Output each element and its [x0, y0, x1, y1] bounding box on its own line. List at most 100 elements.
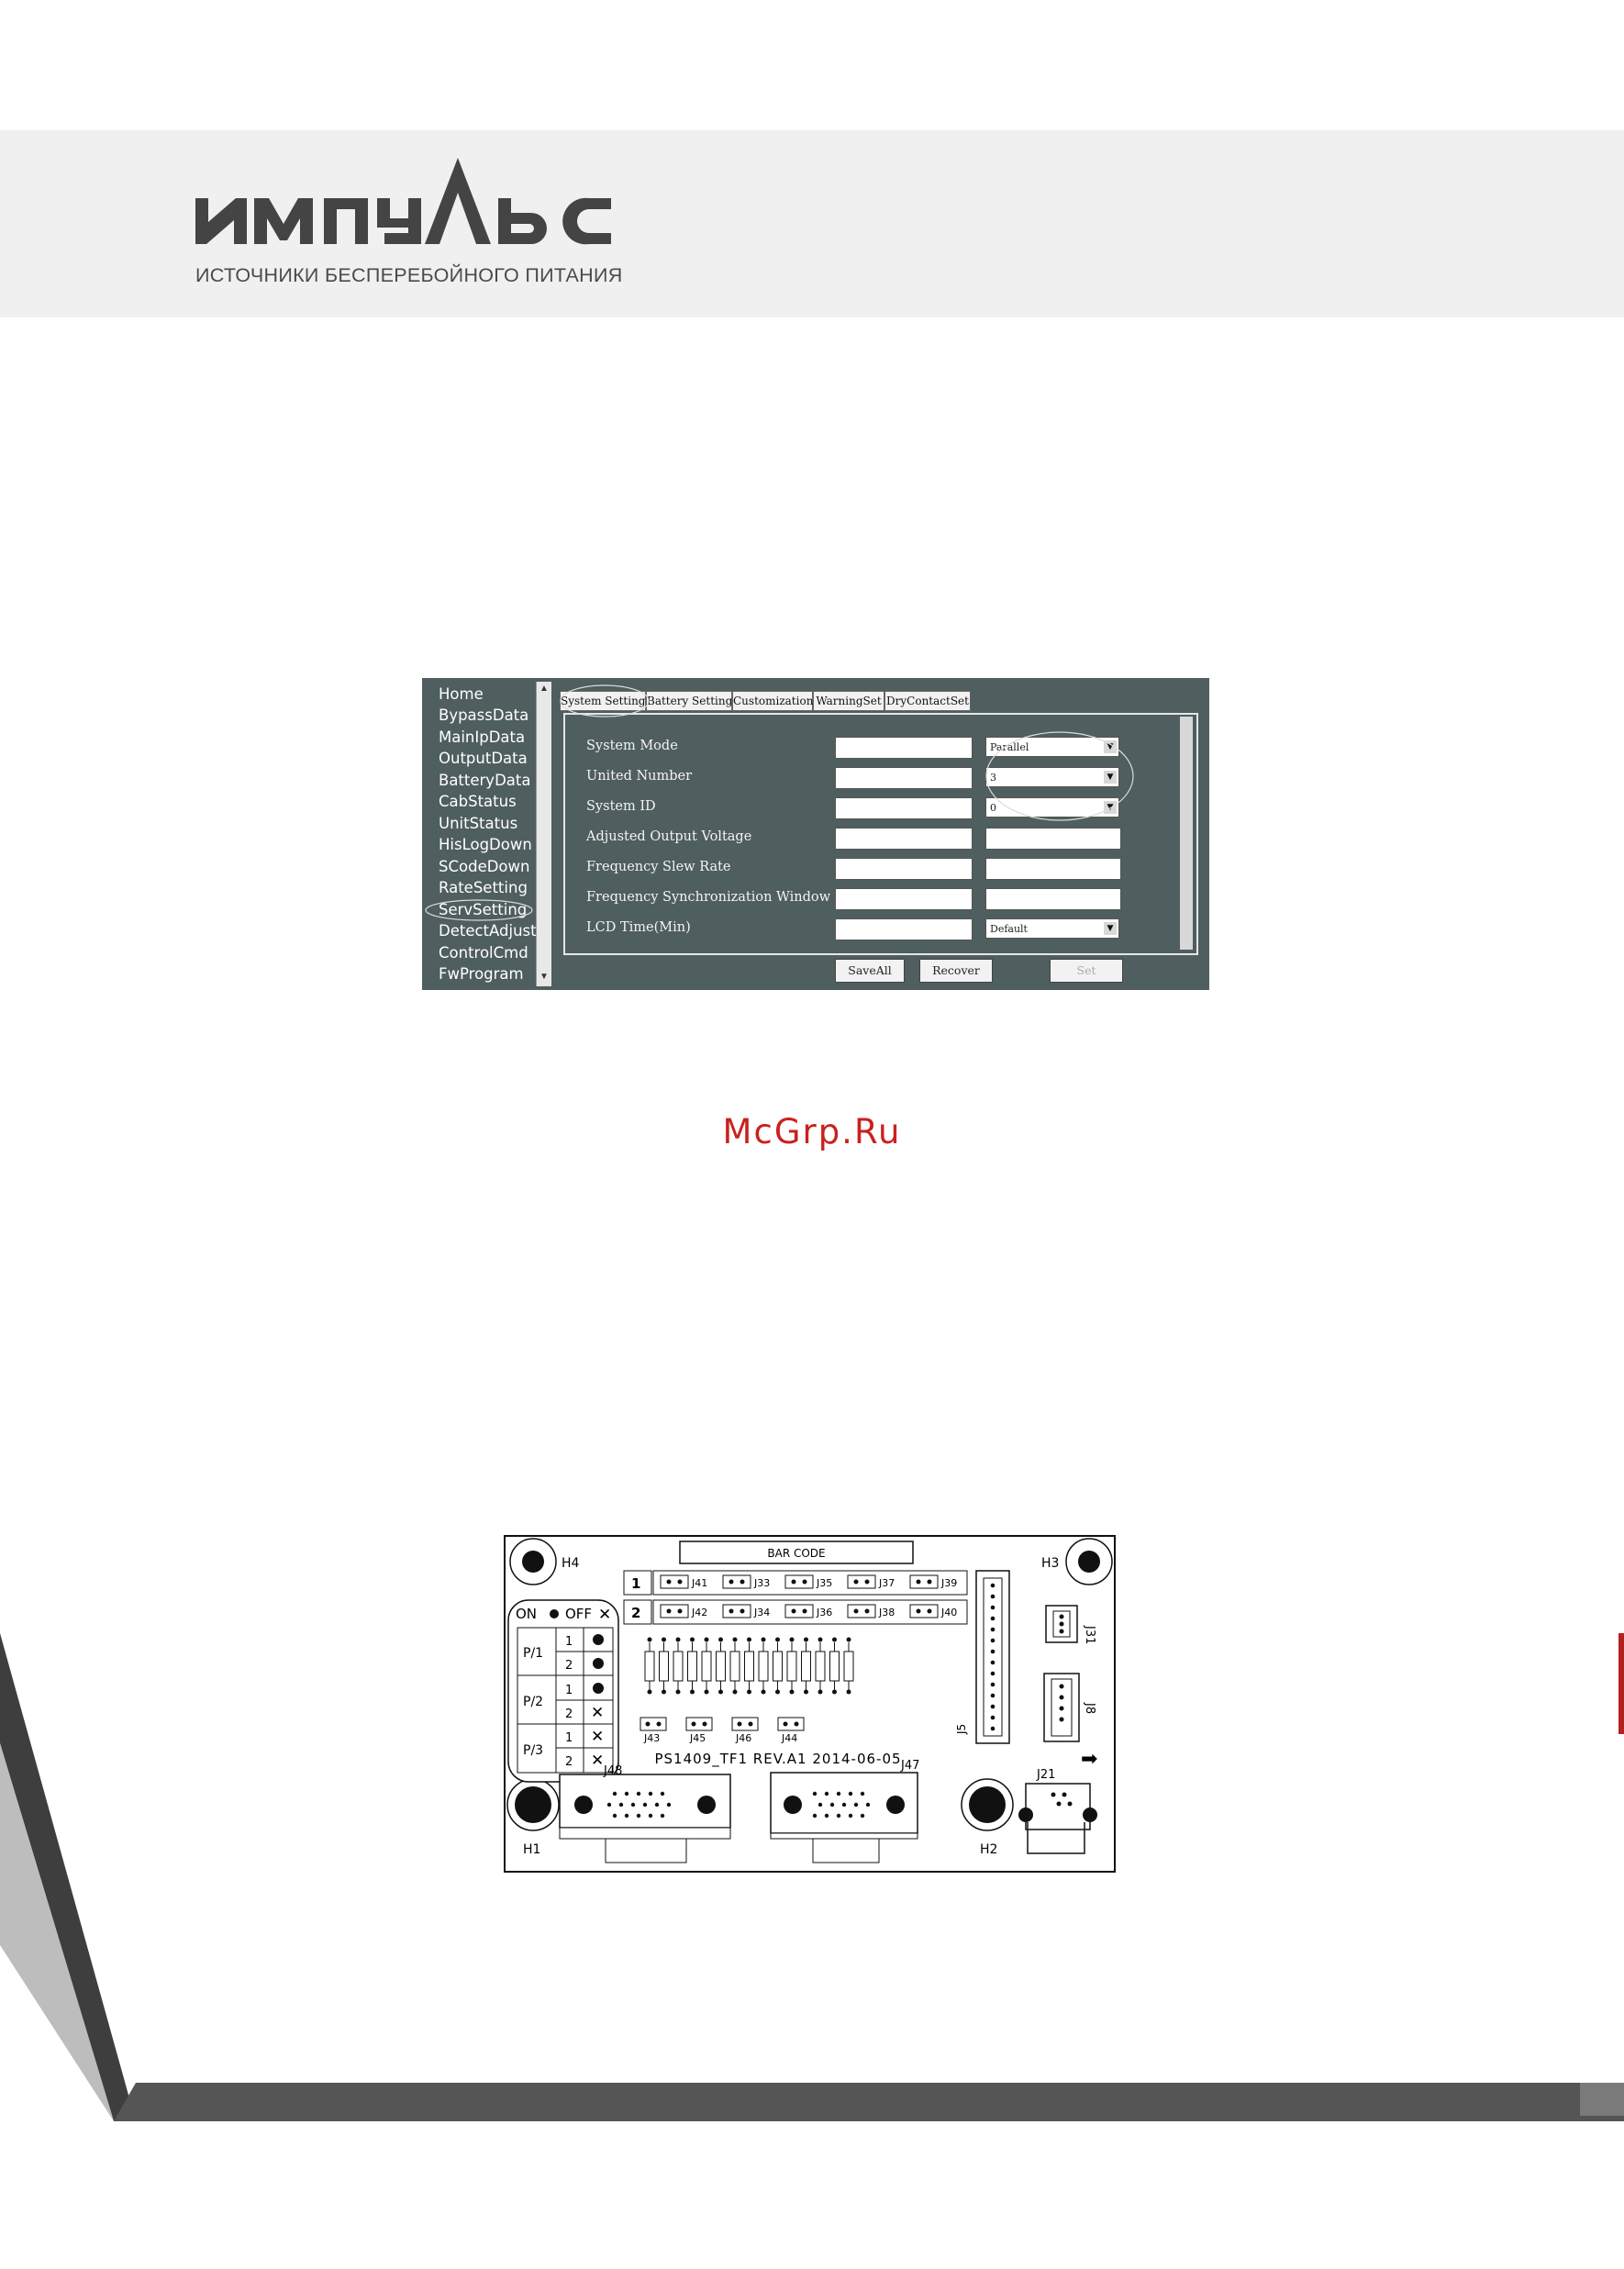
sidebar-item-ratesetting[interactable]: RateSetting — [439, 879, 528, 896]
brand-tagline: ИСТОЧНИКИ БЕСПЕРЕБОЙНОГО ПИТАНИЯ — [195, 264, 623, 286]
resistor — [801, 1651, 811, 1682]
hole-h3-label: H3 — [1041, 1556, 1059, 1571]
sidebar-item-batterydata[interactable]: BatteryData — [439, 772, 531, 789]
frequency-sync-window-input[interactable] — [835, 888, 973, 910]
sidebar-item-servsetting[interactable]: ServSetting — [439, 901, 528, 918]
system-mode-value: Parallel — [990, 741, 1029, 753]
resistor — [773, 1651, 783, 1682]
sidebar-item-home[interactable]: Home — [439, 685, 484, 703]
row-label-system-mode: System Mode — [586, 739, 678, 753]
tab-system-setting[interactable]: System Setting — [560, 691, 646, 711]
resistor — [716, 1651, 726, 1682]
lower-jumpers: J43 J45 J46 J44 — [640, 1717, 805, 1744]
united-number-input[interactable] — [835, 767, 973, 789]
resistor — [659, 1651, 669, 1682]
tab-customization[interactable]: Customization — [732, 691, 813, 711]
chevron-down-icon: ▼ — [1104, 922, 1117, 935]
jumper-label: J38 — [878, 1607, 895, 1618]
jumper-label: J34 — [753, 1607, 770, 1618]
sidebar-item-bypassdata[interactable]: BypassData — [439, 706, 529, 724]
tab-drycontactset[interactable]: DryContactSet — [884, 691, 971, 711]
panel-scrollbar[interactable] — [1180, 717, 1193, 950]
system-id-value: 0 — [990, 802, 996, 814]
arrow-right-icon: ➡ — [1081, 1748, 1097, 1771]
legend-group-p1: P/1 — [523, 1646, 543, 1661]
connector-j8-label: J8 — [1083, 1702, 1096, 1714]
frequency-slew-rate-input[interactable] — [835, 858, 973, 880]
sidebar-item-controlcmd[interactable]: ControlCmd — [439, 944, 528, 962]
resistor — [744, 1651, 754, 1682]
resistor — [829, 1651, 840, 1682]
sidebar-item-mainipdata[interactable]: MainIpData — [439, 729, 526, 746]
system-id-input[interactable] — [835, 797, 973, 819]
jumper-j46-label: J46 — [735, 1732, 751, 1744]
row-label-system-id: System ID — [586, 799, 656, 814]
united-number-select[interactable]: 3▼ — [985, 767, 1119, 787]
hole-h4-label: H4 — [562, 1556, 580, 1571]
system-mode-select[interactable]: Parallel ▼ — [985, 737, 1119, 757]
chevron-down-icon: ▼ — [1104, 771, 1117, 784]
row-label-frequency-sync-window: Frequency Synchronization Window — [586, 890, 831, 905]
jumper-label: J42 — [691, 1607, 707, 1618]
sidebar-item-fwprogram[interactable]: FwProgram — [439, 965, 524, 983]
legend-pos-2: 2 — [565, 1755, 573, 1769]
svg-text:✕: ✕ — [598, 1606, 611, 1624]
sidebar-item-cabstatus[interactable]: CabStatus — [439, 793, 517, 810]
resistor — [843, 1651, 854, 1682]
lcd-time-input[interactable] — [835, 918, 973, 940]
hole-h1-label: H1 — [523, 1842, 540, 1857]
svg-text:✕: ✕ — [591, 1728, 604, 1746]
row-label-lcd-time: LCD Time(Min) — [586, 920, 691, 935]
jumper-label: J36 — [816, 1607, 832, 1618]
legend-group-p2: P/2 — [523, 1695, 543, 1709]
resistor — [815, 1651, 826, 1682]
resistor — [729, 1651, 740, 1682]
svg-text:✕: ✕ — [591, 1704, 604, 1722]
svg-text:✕: ✕ — [591, 1752, 604, 1770]
frequency-slew-rate-field[interactable] — [985, 858, 1121, 880]
system-mode-input[interactable] — [835, 737, 973, 759]
legend-off-label: OFF — [565, 1606, 592, 1622]
scroll-down-icon[interactable]: ▼ — [539, 972, 549, 982]
legend-pos-2: 2 — [565, 1659, 573, 1673]
adjusted-output-voltage-input[interactable] — [835, 828, 973, 850]
adjusted-output-voltage-field[interactable] — [985, 828, 1121, 850]
jumper-label: J33 — [753, 1577, 770, 1589]
row-label-united-number: United Number — [586, 769, 693, 784]
recover-button[interactable]: Recover — [919, 959, 993, 983]
legend-pos-2: 2 — [565, 1707, 573, 1721]
sidebar-item-detectadjust[interactable]: DetectAdjust — [439, 922, 537, 940]
jumper-label: J35 — [816, 1577, 832, 1589]
lcd-time-value: Default — [990, 923, 1028, 935]
sidebar-scrollbar[interactable]: ▲ ▼ — [536, 682, 551, 986]
save-all-button[interactable]: SaveAll — [835, 959, 905, 983]
sidebar-item-hislogdown[interactable]: HisLogDown — [439, 836, 532, 853]
legend-group-p3: P/3 — [523, 1743, 543, 1758]
scroll-up-icon[interactable]: ▲ — [539, 684, 549, 694]
switch-legend: ON OFF ✕ P/1 P/2 P/3 1 2 1 2 1 2 ✕ ✕ ✕ — [507, 1599, 619, 1783]
settings-panel — [563, 713, 1198, 955]
jumper-label: J37 — [878, 1577, 895, 1589]
jumper-label: J41 — [691, 1577, 707, 1589]
chevron-down-icon: ▼ — [1104, 740, 1117, 753]
resistor — [687, 1651, 697, 1682]
resistor — [758, 1651, 769, 1682]
set-button[interactable]: Set — [1050, 959, 1123, 983]
tab-battery-setting[interactable]: Battery Setting — [646, 691, 732, 711]
bar-code-label: BAR CODE — [767, 1547, 825, 1560]
tab-warningset[interactable]: WarningSet — [813, 691, 884, 711]
lcd-time-select[interactable]: Default ▼ — [985, 918, 1119, 939]
board-revision-text: PS1409_TF1 REV.A1 2014-06-05 — [654, 1751, 901, 1768]
sidebar-item-outputdata[interactable]: OutputData — [439, 750, 528, 767]
system-id-select[interactable]: 0▼ — [985, 797, 1119, 818]
sidebar-item-unitstatus[interactable]: UnitStatus — [439, 815, 518, 832]
legend-pos-1: 1 — [565, 1635, 573, 1649]
resistor — [701, 1651, 712, 1682]
sidebar: Home BypassData MainIpData OutputData Ba… — [422, 678, 537, 990]
sidebar-item-scodedown[interactable]: SCodeDown — [439, 858, 530, 875]
brand-logo — [195, 158, 611, 245]
frequency-sync-window-field[interactable] — [985, 888, 1121, 910]
resistor — [673, 1651, 684, 1682]
